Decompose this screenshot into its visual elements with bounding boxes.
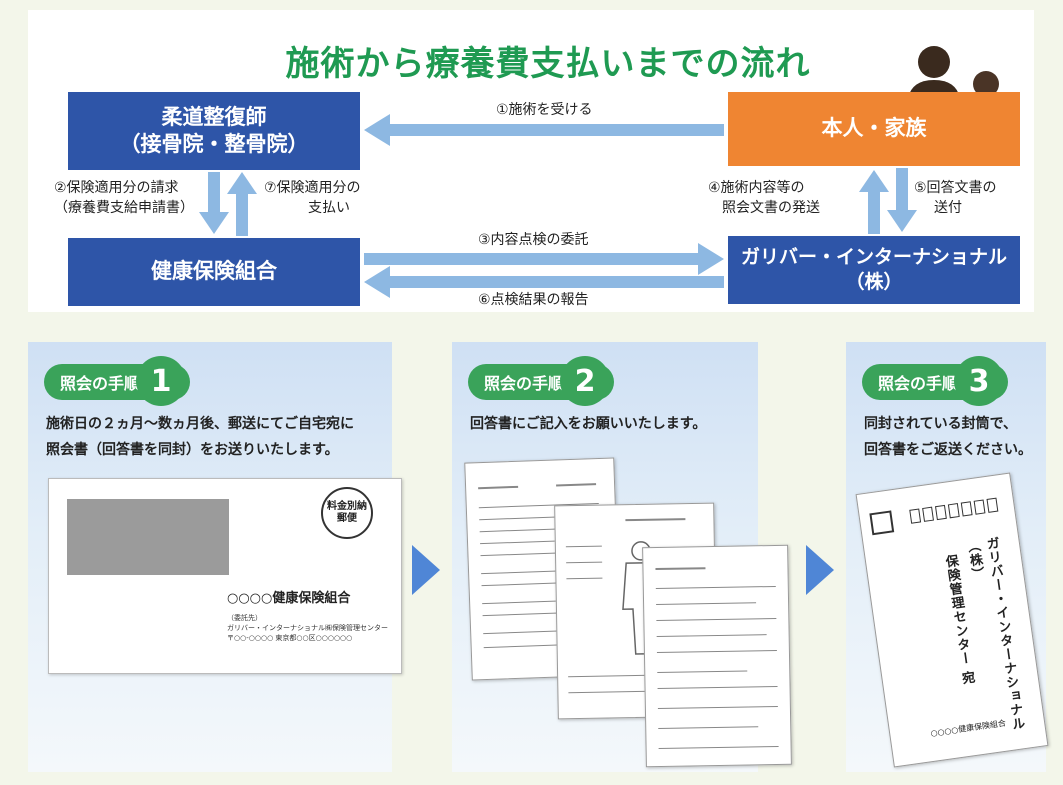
step-2-text-line1: 回答書にご記入をお願いいたします。 (470, 416, 707, 432)
step-2-number: 2 (560, 356, 611, 406)
arrow-report (364, 266, 724, 298)
arrow-payment (227, 172, 257, 236)
flow-title: 施術から療養費支払いまでの流れ (285, 44, 811, 84)
stamp-line2: 郵便 (337, 513, 357, 524)
health-insurance-label: 健康保険組合 (151, 259, 277, 284)
edge-label-claim-line1: ②保険適用分の請求 (54, 180, 179, 196)
patient-family-node: 本人・家族 (728, 92, 1020, 166)
edge-label-consignment: ③内容点検の委託 (478, 232, 589, 248)
postage-stamp-mark: 料金別納 郵便 (321, 487, 373, 539)
edge-label-response-line1: ⑤回答文書の (914, 180, 997, 196)
questionnaire-sheet-3 (642, 544, 792, 768)
step-2-to-3-arrow-icon (806, 545, 834, 595)
edge-label-treatment: ①施術を受ける (496, 102, 593, 118)
return-envelope-stamp-box (869, 510, 895, 536)
edge-label-payment-line1: ⑦保険適用分の (264, 180, 361, 196)
step-1-text: 施術日の２ヵ月～数ヵ月後、郵送にてご自宅宛に 照会書（回答書を同封）をお送りいた… (46, 412, 354, 464)
edge-label-report: ⑥点検結果の報告 (478, 292, 589, 308)
step-1-to-2-arrow-icon (412, 545, 440, 595)
edge-label-inquiry: ④施術内容等の 照会文書の発送 (708, 178, 820, 219)
edge-label-response: ⑤回答文書の 送付 (914, 178, 997, 219)
step-2-text: 回答書にご記入をお願いいたします。 (470, 412, 706, 438)
step-2-badge-label: 照会の手順 (484, 374, 565, 393)
gulliver-label: ガリバー・インターナショナル（株） (740, 246, 1007, 293)
step-2-badge: 照会の手順 2 (468, 356, 615, 406)
envelope-sender-address: 〒○○-○○○○ 東京都○○区○○○○○○ (227, 634, 353, 642)
inquiry-envelope-image: 料金別納 郵便 ○○○○健康保険組合 （委託先） ガリバー・インターナショナル㈱… (48, 478, 402, 674)
edge-label-claim: ②保険適用分の請求 （療養費支給申請書） (54, 178, 194, 219)
edge-label-claim-line2: （療養費支給申請書） (54, 200, 194, 217)
edge-label-inquiry-line2: 照会文書の発送 (722, 200, 820, 217)
step-1-number: 1 (136, 356, 187, 406)
patient-family-label: 本人・家族 (821, 116, 927, 141)
step-1-text-line1: 施術日の２ヵ月～数ヵ月後、郵送にてご自宅宛に (46, 416, 354, 432)
envelope-sender-label: （委託先） (227, 614, 262, 622)
flow-arrows (199, 114, 917, 298)
flow-diagram-panel: 施術から療養費支払いまでの流れ 柔道整復師 （接骨院・整骨院） 本人・家族 健康… (28, 10, 1034, 312)
judo-therapist-sublabel: （接骨院・整骨院） (119, 132, 309, 156)
step-3-number: 3 (954, 356, 1005, 406)
step-3-badge: 照会の手順 3 (862, 356, 1009, 406)
arrow-inquiry (859, 170, 889, 234)
step-1-badge: 照会の手順 1 (44, 356, 191, 406)
arrow-claim (199, 172, 229, 234)
stamp-line1: 料金別納 (327, 500, 367, 512)
step-3-text: 同封されている封筒で、 回答書をご返送ください。 (864, 412, 1032, 464)
edge-label-inquiry-line1: ④施術内容等の (708, 180, 805, 196)
judo-therapist-node: 柔道整復師 （接骨院・整骨院） (68, 92, 360, 170)
step-3-text-line1: 同封されている封筒で、 (864, 416, 1018, 432)
step-3-text-line2: 回答書をご返送ください。 (864, 441, 1032, 458)
arrow-treatment (364, 114, 724, 146)
envelope-sender-name: ガリバー・インターナショナル㈱保険管理センター (227, 624, 388, 632)
arrow-consignment (364, 243, 724, 275)
edge-label-payment: ⑦保険適用分の 支払い (264, 178, 361, 219)
edge-label-payment-line2: 支払い (308, 200, 350, 217)
judo-therapist-label: 柔道整復師 (161, 104, 267, 129)
step-3-badge-label: 照会の手順 (878, 374, 959, 393)
step-1-text-line2: 照会書（回答書を同封）をお送りいたします。 (46, 441, 339, 458)
arrow-response (887, 168, 917, 232)
health-insurance-node: 健康保険組合 (68, 238, 360, 306)
step-1-badge-label: 照会の手順 (60, 374, 141, 393)
return-envelope-zip-boxes (909, 497, 999, 524)
envelope-window (67, 499, 229, 575)
envelope-addressee: ○○○○健康保険組合 (227, 591, 351, 606)
edge-label-response-line2: 送付 (934, 200, 962, 217)
gulliver-node: ガリバー・インターナショナル（株） (728, 236, 1020, 304)
